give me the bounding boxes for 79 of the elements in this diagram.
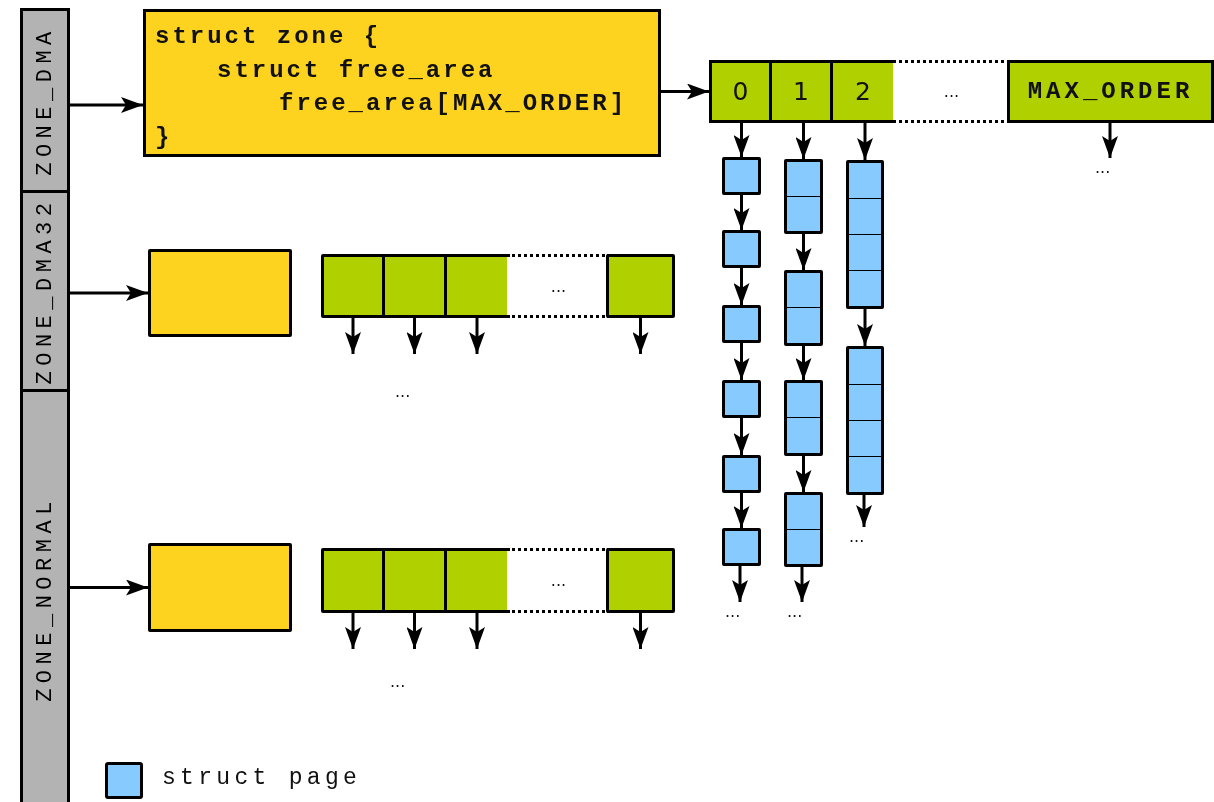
ellipsis: ... <box>390 672 406 692</box>
page-block <box>784 159 823 234</box>
code-line: struct zone { <box>155 22 382 52</box>
page-block <box>784 270 823 346</box>
array-cell <box>606 254 675 318</box>
arrow <box>733 343 750 380</box>
page-block <box>784 492 823 567</box>
arrow <box>469 613 485 649</box>
page-block <box>722 157 761 195</box>
zone-label: ZONE_DMA32 <box>32 197 58 385</box>
arrow <box>632 613 649 649</box>
zone-label: ZONE_DMA <box>32 25 58 176</box>
page-block <box>846 160 884 309</box>
array-cell <box>382 548 447 613</box>
arrow <box>794 567 810 602</box>
ellipsis: ... <box>395 382 411 402</box>
zone-label: ZONE_NORMAL <box>32 496 58 702</box>
arrow <box>345 613 361 649</box>
page-block <box>722 230 761 268</box>
array-cell <box>444 548 510 613</box>
cell-label: 2 <box>855 77 871 106</box>
ellipsis: ... <box>550 571 567 590</box>
zone-band <box>20 389 70 802</box>
arrow <box>1102 123 1118 158</box>
arrow <box>733 123 750 157</box>
array-cell <box>769 60 833 123</box>
arrow <box>406 613 423 649</box>
ellipsis: ... <box>550 276 567 296</box>
array-cell <box>321 254 385 318</box>
arrow <box>70 285 148 301</box>
arrow <box>856 495 872 527</box>
zone-band <box>20 190 70 392</box>
arrow <box>732 566 748 602</box>
array-cell <box>606 548 675 613</box>
array-cell <box>1007 60 1214 123</box>
array-cell <box>321 548 385 613</box>
arrow <box>632 318 649 354</box>
arrow <box>795 123 812 159</box>
ellipsis: ... <box>1095 158 1111 178</box>
arrow <box>345 318 361 354</box>
zone-band <box>20 8 70 193</box>
arrow <box>733 418 750 455</box>
page-block <box>722 380 761 418</box>
page-block <box>784 380 823 456</box>
arrow <box>795 456 812 492</box>
arrow <box>733 195 750 230</box>
cell-label: 1 <box>793 77 809 106</box>
arrow <box>70 579 148 596</box>
arrow <box>661 83 709 100</box>
ellipsis: ... <box>725 602 741 622</box>
ellipsis: ... <box>943 82 960 101</box>
cell-label: 0 <box>732 77 749 106</box>
code-line: free_area[MAX_ORDER] <box>278 89 628 119</box>
arrow <box>857 123 873 160</box>
struct-box <box>143 9 661 157</box>
struct-box <box>148 543 292 632</box>
page-block <box>722 528 761 566</box>
page-block <box>846 346 884 495</box>
ellipsis: ... <box>787 602 803 622</box>
arrow <box>795 234 812 270</box>
arrow <box>733 493 750 528</box>
array-cell <box>382 254 447 318</box>
arrow <box>795 346 812 380</box>
arrow <box>857 309 873 346</box>
arrow <box>733 268 750 305</box>
cell-label: MAX_ORDER <box>1027 78 1194 105</box>
page-block <box>722 305 761 343</box>
arrow <box>406 318 423 354</box>
array-cell <box>444 254 510 318</box>
array-cell <box>830 60 896 123</box>
array-cell <box>709 60 772 123</box>
code-line: } <box>155 122 173 153</box>
struct-box <box>148 249 292 337</box>
arrow <box>469 318 485 354</box>
page-block <box>722 455 761 493</box>
ellipsis: ... <box>849 527 865 547</box>
legend-label: struct page <box>162 765 362 791</box>
arrow <box>70 97 143 113</box>
code-line: struct free_area <box>216 55 496 86</box>
